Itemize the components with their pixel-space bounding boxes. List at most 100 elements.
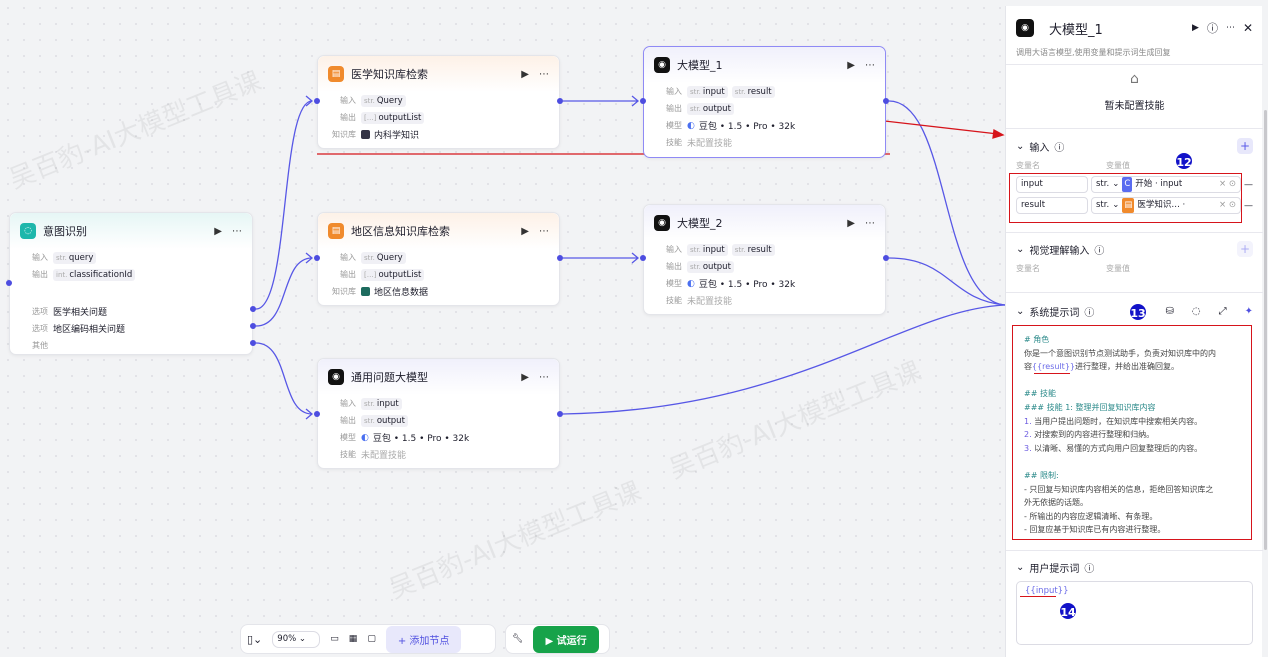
output-var: output: [702, 103, 731, 114]
canvas-toolbar: ▯⌄ 90% ⌄ ▭ ▦ ▢ + 添加节点: [240, 624, 496, 654]
output-var: outputList: [378, 112, 422, 123]
port[interactable]: [250, 340, 256, 346]
comment-icon[interactable]: ▭: [330, 634, 339, 644]
label: 知识库: [332, 130, 356, 139]
run-icon[interactable]: ▶: [1192, 23, 1199, 33]
port[interactable]: [640, 98, 646, 104]
run-icon[interactable]: ▶: [521, 371, 529, 383]
var-name-input[interactable]: input: [1016, 176, 1088, 193]
port[interactable]: [883, 98, 889, 104]
option: 医学相关问题: [53, 308, 108, 318]
input-var: input: [376, 398, 399, 409]
chevron-down-icon[interactable]: ⌄: [1016, 561, 1025, 573]
book-icon: [361, 130, 370, 139]
add-input-button[interactable]: +: [1237, 138, 1253, 154]
more-icon[interactable]: ⋯: [539, 371, 549, 383]
port[interactable]: [314, 411, 320, 417]
more-icon[interactable]: ⋯: [232, 225, 242, 237]
help-icon[interactable]: ⓘ: [1206, 22, 1218, 35]
var-name-input[interactable]: result: [1016, 197, 1088, 214]
scrollbar[interactable]: [1264, 110, 1267, 550]
chevron-down-icon[interactable]: ⌄: [1016, 243, 1025, 255]
run-icon[interactable]: ▶: [847, 217, 855, 229]
port[interactable]: [6, 280, 12, 286]
remove-icon[interactable]: —: [1244, 179, 1253, 190]
type: str.: [690, 87, 701, 96]
port[interactable]: [314, 255, 320, 261]
empty-box-icon: ⌂: [1130, 71, 1139, 87]
llm-icon: ◉: [1016, 19, 1034, 37]
badge-13: 13: [1128, 302, 1148, 322]
clear-icon[interactable]: × ⊙: [1219, 179, 1236, 189]
zoom-select[interactable]: 90% ⌄: [272, 630, 321, 648]
library-icon[interactable]: ⛁: [1165, 305, 1174, 317]
minimap-icon[interactable]: ▢: [367, 634, 376, 644]
more-icon[interactable]: ⋯: [865, 59, 875, 71]
ai-sparkle-icon[interactable]: ✦: [1244, 305, 1253, 317]
doubao-icon: ◐: [361, 432, 369, 443]
type-select[interactable]: str.: [1096, 179, 1110, 189]
layout-icon[interactable]: ▦: [348, 634, 358, 644]
skill: 未配置技能: [687, 297, 733, 307]
user-prompt-editor[interactable]: {{input}}: [1016, 581, 1253, 645]
var-ref[interactable]: 医学知识… ·: [1137, 200, 1186, 210]
label: 模型: [340, 433, 356, 442]
expand-icon[interactable]: ⤢: [1218, 305, 1227, 317]
wrench-icon[interactable]: 🔧︎: [512, 634, 524, 644]
label: 技能: [666, 296, 682, 305]
run-icon[interactable]: ▶: [214, 225, 222, 237]
port[interactable]: [250, 306, 256, 312]
chevron-down-icon[interactable]: ⌄: [1016, 305, 1025, 317]
remove-icon[interactable]: —: [1244, 200, 1253, 211]
option: 地区编码相关问题: [53, 325, 126, 335]
add-vision-button[interactable]: +: [1237, 241, 1253, 257]
input-var: input: [702, 86, 725, 97]
port[interactable]: [314, 98, 320, 104]
idea-icon[interactable]: ◌: [1191, 305, 1201, 317]
type-select[interactable]: str.: [1096, 200, 1110, 210]
port[interactable]: [557, 255, 563, 261]
more-icon[interactable]: ⋯: [539, 68, 549, 80]
port[interactable]: [557, 98, 563, 104]
run-toolbar: 🔧︎ ▶ 试运行: [505, 624, 610, 654]
port[interactable]: [883, 255, 889, 261]
llm-icon: ◉: [328, 369, 344, 385]
clear-icon[interactable]: × ⊙: [1219, 200, 1236, 210]
test-run-button[interactable]: ▶ 试运行: [533, 625, 599, 653]
knowledge-icon: ▤: [1122, 198, 1135, 213]
lightbulb-icon: ◌: [20, 223, 36, 239]
label: 输出: [340, 416, 356, 425]
prompt-line: ## 限制:: [1024, 470, 1059, 480]
more-icon[interactable]: ⋯: [539, 225, 549, 237]
add-node-button[interactable]: + 添加节点: [385, 625, 462, 653]
run-icon[interactable]: ▶: [521, 225, 529, 237]
system-prompt-editor[interactable]: # 角色 你是一个意图识别节点测试助手，负责对知识库中的内 容{{result}…: [1016, 321, 1253, 537]
more-icon[interactable]: ⋯: [1225, 23, 1235, 33]
panel-description: 调用大语言模型,使用变量和提示词生成回复: [1016, 48, 1171, 57]
chevron-down-icon[interactable]: ⌄: [1016, 140, 1025, 152]
add-node-label: 添加节点: [409, 635, 450, 647]
var-ref[interactable]: 开始 · input: [1135, 179, 1183, 189]
run-icon[interactable]: ▶: [521, 68, 529, 80]
no-skill-text: 暂未配置技能: [1104, 101, 1165, 112]
run-label: 试运行: [556, 635, 587, 647]
run-icon[interactable]: ▶: [847, 59, 855, 71]
type: str.: [690, 104, 701, 113]
badge-12: 12: [1174, 151, 1194, 171]
port[interactable]: [640, 255, 646, 261]
more-icon[interactable]: ⋯: [865, 217, 875, 229]
prompt-line: - 回复应基于知识库已有内容进行整理。: [1024, 525, 1166, 535]
port[interactable]: [557, 411, 563, 417]
close-icon[interactable]: ✕: [1242, 21, 1253, 35]
port[interactable]: [250, 323, 256, 329]
section-title: 视觉理解输入: [1029, 245, 1090, 257]
mouse-mode-icon[interactable]: ▯⌄: [247, 632, 263, 646]
